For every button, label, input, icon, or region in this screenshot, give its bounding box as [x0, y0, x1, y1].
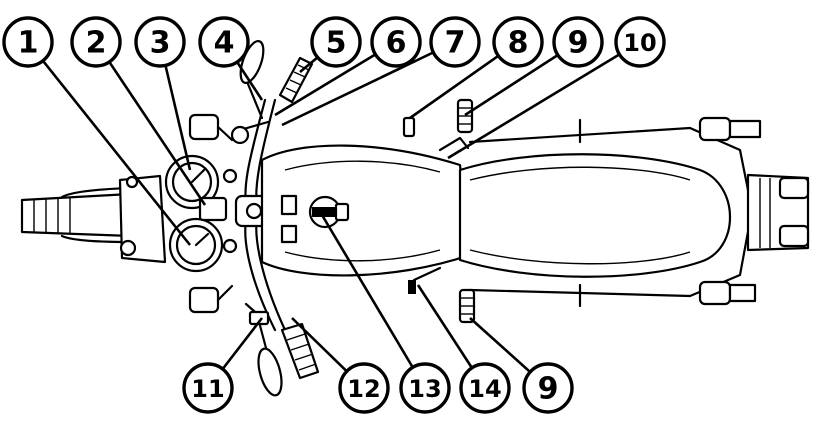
callout-number: 2: [86, 26, 107, 61]
leader-line-6: [274, 53, 377, 117]
front-turn-signals: [188, 113, 234, 314]
callout-2: 2: [70, 16, 122, 68]
callout-circle: [492, 16, 544, 68]
callout-circle: [310, 16, 362, 68]
callout-8: 8: [492, 16, 544, 68]
callout-number: 13: [408, 375, 441, 403]
callout-number: 11: [191, 375, 224, 403]
leader-line-5: [299, 56, 319, 73]
callout-4: 4: [198, 16, 250, 68]
leader-line-2: [108, 61, 207, 206]
callout-10: 10: [614, 16, 666, 68]
front-tire: [20, 186, 134, 244]
callout-1: 1: [2, 16, 54, 68]
callout-number: 10: [623, 29, 656, 57]
leader-line-1: [41, 59, 192, 246]
callout-circle: [198, 16, 250, 68]
callout-number: 8: [508, 26, 529, 61]
callout-3: 3: [134, 16, 186, 68]
callout-9: 9: [522, 362, 574, 414]
callout-circle: [370, 16, 422, 68]
leader-line-4: [236, 61, 264, 101]
footrests: [402, 98, 476, 324]
callout-number: 4: [214, 26, 235, 61]
callout-circle: [614, 16, 666, 68]
callout-number: 5: [326, 26, 347, 61]
callout-number: 7: [445, 26, 466, 61]
seat: [458, 153, 731, 278]
leader-line-10: [447, 53, 621, 160]
leader-line-12: [291, 317, 348, 373]
callout-14: 14: [459, 362, 511, 414]
leader-line-8: [409, 54, 500, 120]
mirrors: [239, 39, 283, 397]
left-grip: [280, 322, 320, 380]
callout-circle: [134, 16, 186, 68]
leader-line-3: [164, 65, 192, 171]
leader-line-11: [221, 317, 264, 370]
callout-number: 3: [150, 26, 171, 61]
callout-number: 9: [538, 372, 559, 407]
callout-circle: [70, 16, 122, 68]
callout-11: 11: [182, 362, 234, 414]
callout-circle: [399, 362, 451, 414]
callout-number: 9: [568, 26, 589, 61]
callout-circle: [2, 16, 54, 68]
callout-number: 1: [18, 26, 39, 61]
leader-line-9: [469, 317, 532, 373]
callout-circle: [522, 362, 574, 414]
callout-number: 12: [347, 375, 380, 403]
leader-line-13: [320, 214, 414, 369]
callout-number: 6: [386, 26, 407, 61]
callout-circle: [459, 362, 511, 414]
leader-line-9: [464, 53, 559, 117]
callout-12: 12: [338, 362, 390, 414]
callout-9: 9: [552, 16, 604, 68]
fuel-tank: [260, 144, 472, 277]
rear-tire: [746, 173, 810, 252]
fuel-cap: [308, 195, 350, 229]
rear-turn-signals: [698, 116, 762, 306]
instrument-gauges: [164, 154, 224, 273]
callout-circle: [429, 16, 481, 68]
callout-5: 5: [310, 16, 362, 68]
callout-circle: [338, 362, 390, 414]
leader-line-14: [416, 284, 474, 369]
motorcycle-illustration: [20, 39, 810, 397]
callout-circle: [182, 362, 234, 414]
callout-circle: [552, 16, 604, 68]
callout-7: 7: [429, 16, 481, 68]
callout-number: 14: [468, 375, 501, 403]
front-fork: [118, 174, 167, 264]
callout-13: 13: [399, 362, 451, 414]
callout-6: 6: [370, 16, 422, 68]
